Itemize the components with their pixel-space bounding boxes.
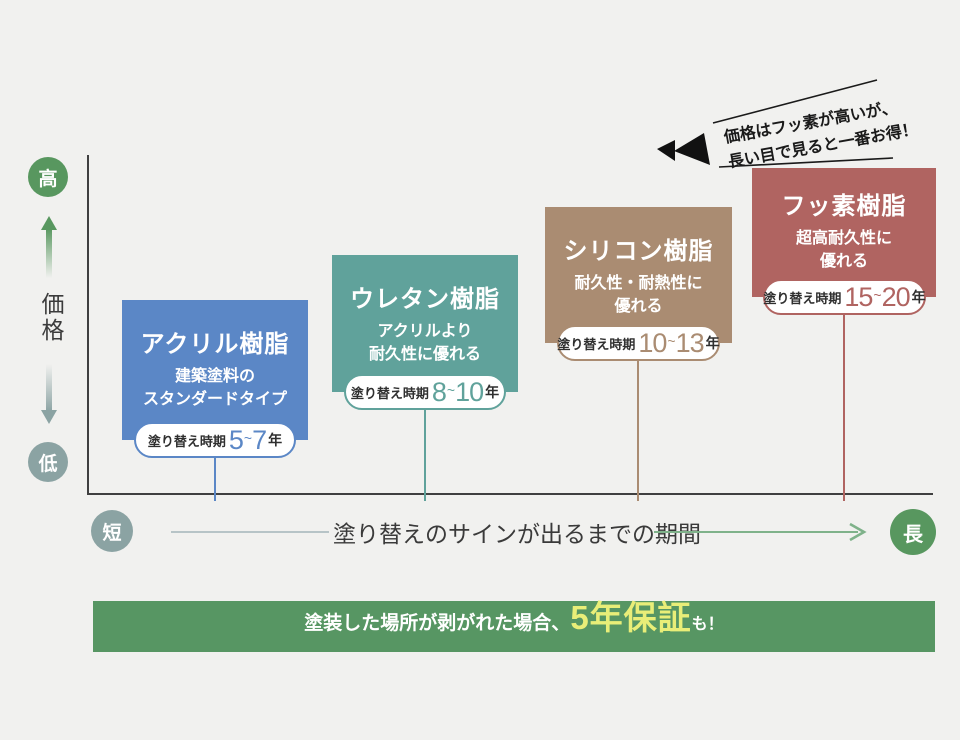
resin-title: アクリル樹脂 bbox=[140, 331, 290, 358]
repaint-period-pill-silicone: 塗り替え時期 10~13 年 bbox=[557, 325, 720, 361]
arrow-down-icon bbox=[41, 364, 57, 424]
resin-description: 超高耐久性に優れる bbox=[795, 230, 892, 270]
connector-silicone bbox=[637, 359, 639, 501]
pill-label: 塗り替え時期 bbox=[763, 290, 842, 306]
pill-unit: 年 bbox=[911, 289, 926, 305]
connector-acrylic bbox=[214, 455, 216, 501]
resin-box-urethane: ウレタン樹脂 アクリルより耐久性に優れる bbox=[332, 255, 518, 392]
pill-unit: 年 bbox=[705, 335, 720, 351]
price-low-badge: 低 bbox=[28, 442, 68, 482]
x-axis-line bbox=[87, 493, 933, 495]
resin-box-fluorine: フッ素樹脂 超高耐久性に優れる bbox=[752, 168, 936, 297]
period-short-badge: 短 bbox=[91, 510, 133, 552]
y-axis-line bbox=[87, 155, 89, 495]
pill-label: 塗り替え時期 bbox=[147, 433, 226, 449]
resin-title: ウレタン樹脂 bbox=[350, 286, 500, 313]
resin-box-silicone: シリコン樹脂 耐久性・耐熱性に優れる bbox=[545, 207, 732, 343]
megaphone-icon bbox=[657, 79, 894, 168]
resin-box-acrylic: アクリル樹脂 建築塗料のスタンダードタイプ bbox=[122, 300, 308, 440]
pill-value: 15~20 bbox=[844, 281, 910, 312]
x-axis-title: 塗り替えのサインが出るまでの期間 bbox=[333, 522, 701, 547]
pill-value: 5~7 bbox=[228, 424, 267, 455]
resin-description: 建築塗料のスタンダードタイプ bbox=[142, 368, 287, 408]
x-axis-left-line bbox=[171, 531, 329, 533]
connector-fluorine bbox=[843, 313, 845, 501]
resin-title: シリコン樹脂 bbox=[563, 238, 714, 265]
pill-label: 塗り替え時期 bbox=[557, 336, 636, 352]
connector-urethane bbox=[424, 408, 426, 501]
pill-value: 8~10 bbox=[431, 376, 484, 407]
pill-unit: 年 bbox=[485, 384, 500, 400]
warranty-banner: 塗装した場所が剥がれた場合、 5年保証 も！ bbox=[93, 601, 935, 652]
repaint-period-pill-acrylic: 塗り替え時期 5~7 年 bbox=[134, 422, 296, 458]
resin-description: アクリルより耐久性に優れる bbox=[368, 323, 481, 363]
pill-value: 10~13 bbox=[638, 327, 704, 358]
pill-unit: 年 bbox=[268, 432, 283, 448]
warranty-highlight: 5年保証 bbox=[570, 599, 692, 636]
resin-description: 耐久性・耐熱性に優れる bbox=[574, 275, 703, 315]
pill-label: 塗り替え時期 bbox=[350, 385, 429, 401]
annotation-callout: 価格はフッ素が高いが、長い目で見ると一番お得！ bbox=[646, 58, 919, 182]
arrow-up-icon bbox=[41, 216, 57, 278]
arrow-right-icon bbox=[654, 522, 867, 542]
price-high-badge: 高 bbox=[28, 157, 68, 197]
price-axis-label: 価格 bbox=[38, 292, 64, 344]
annotation-text: 価格はフッ素が高いが、長い目で見ると一番お得！ bbox=[722, 99, 920, 172]
repaint-period-pill-urethane: 塗り替え時期 8~10 年 bbox=[344, 374, 506, 410]
resin-title: フッ素樹脂 bbox=[781, 193, 907, 220]
repaint-period-pill-fluorine: 塗り替え時期 15~20 年 bbox=[763, 279, 926, 315]
warranty-banner-text: 塗装した場所が剥がれた場合、 5年保証 も！ bbox=[304, 599, 724, 636]
period-long-badge: 長 bbox=[890, 509, 936, 555]
